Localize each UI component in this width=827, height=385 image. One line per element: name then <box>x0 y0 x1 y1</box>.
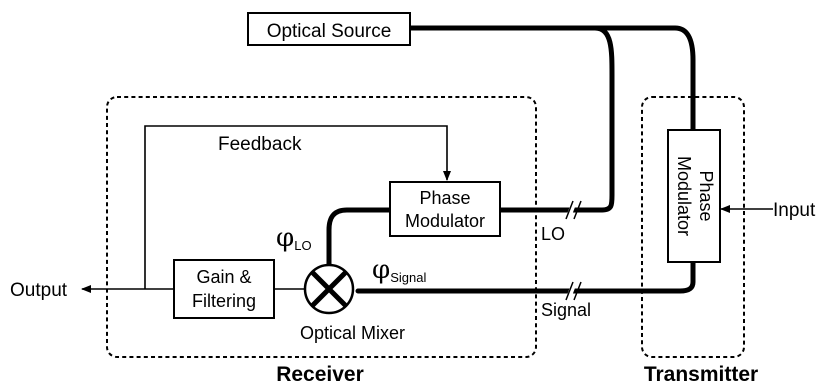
phi-lo-label: φLO <box>276 223 312 253</box>
lo-break-mark <box>564 199 582 222</box>
phi-signal-subscript: Signal <box>390 270 426 285</box>
optical-source-label: Optical Source <box>267 21 392 42</box>
tx-phase-modulator-block: Phase Modulator <box>667 129 721 263</box>
gain-filtering-label-line2: Filtering <box>192 291 256 311</box>
source-to-transmitter-fiber <box>407 25 696 133</box>
feedback-wire <box>144 125 451 289</box>
optical-source-block: Optical Source <box>247 12 411 46</box>
optical-mixer-symbol <box>303 263 355 315</box>
rx-phase-modulator-label-line1: Phase <box>419 188 470 208</box>
lo-to-mixer-fiber <box>326 207 393 271</box>
rx-phase-modulator-block: Phase Modulator <box>389 181 501 237</box>
receiver-title: Receiver <box>276 363 364 385</box>
signal-label: Signal <box>541 300 591 320</box>
output-label: Output <box>10 280 68 301</box>
transmitter-title: Transmitter <box>644 363 758 385</box>
optical-mixer-label: Optical Mixer <box>300 323 405 343</box>
signal-break-mark <box>564 280 582 303</box>
tx-phase-modulator-label-line1: Phase <box>696 170 716 221</box>
signal-fiber <box>355 259 696 294</box>
input-label: Input <box>773 200 816 221</box>
rx-phase-modulator-label-line2: Modulator <box>405 211 485 231</box>
source-to-lo-fiber <box>407 25 615 213</box>
lo-label: LO <box>541 224 565 244</box>
receiver-region <box>106 96 537 358</box>
phi-lo-subscript: LO <box>294 238 311 253</box>
gain-filtering-block: Gain & Filtering <box>173 259 275 319</box>
phi-lo-symbol: φ <box>276 223 294 253</box>
phi-signal-label: φSignal <box>372 255 426 285</box>
feedback-label: Feedback <box>218 134 302 155</box>
gain-filtering-label-line1: Gain & <box>196 267 251 287</box>
transmitter-region <box>641 96 745 358</box>
phi-signal-symbol: φ <box>372 255 390 285</box>
tx-phase-modulator-label-line2: Modulator <box>674 156 694 236</box>
